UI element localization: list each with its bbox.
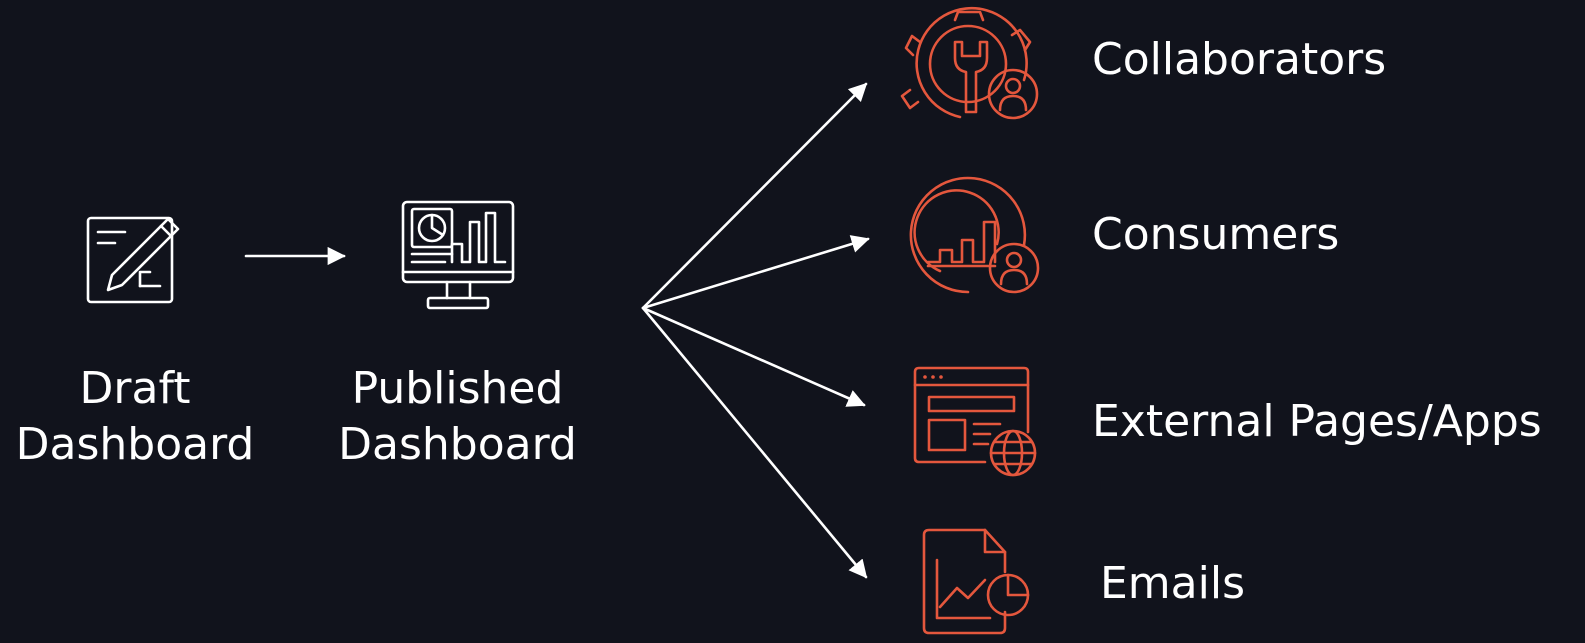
emails-label: Emails (1100, 558, 1245, 609)
fanout-arrows (641, 82, 870, 579)
draft-edit-icon (86, 216, 180, 304)
arrow-to-external (641, 306, 866, 407)
arrow-to-emails (641, 306, 868, 579)
browser-globe-icon (913, 366, 1037, 477)
published-dashboard-label: Published Dashboard (338, 363, 577, 470)
arrow-to-collaborators (641, 82, 868, 310)
arrow-to-consumers (641, 235, 870, 310)
draft-dashboard-label: Draft Dashboard (15, 363, 255, 470)
external-pages-label: External Pages/Apps (1092, 396, 1542, 447)
collaborators-label: Collaborators (1092, 34, 1387, 85)
gear-wrench-user-icon (900, 6, 1039, 120)
document-chart-icon (922, 528, 1030, 635)
consumers-label: Consumers (1092, 209, 1340, 260)
monitor-chart-icon (401, 200, 515, 310)
chart-user-icon (909, 176, 1040, 294)
